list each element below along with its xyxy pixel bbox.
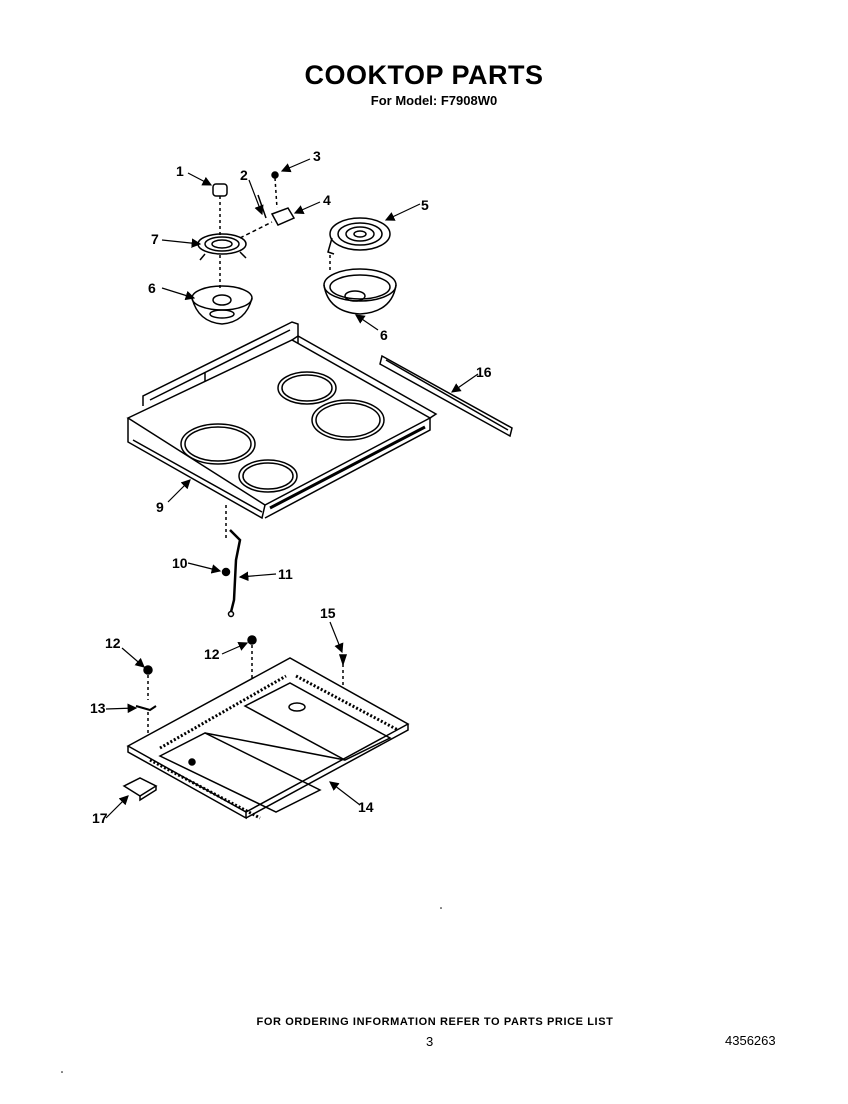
part-12-screw-left[interactable] bbox=[143, 665, 153, 700]
callout-6-right: 6 bbox=[380, 327, 388, 343]
ordering-note: FOR ORDERING INFORMATION REFER TO PARTS … bbox=[256, 1016, 614, 1028]
part-7-small-element[interactable] bbox=[197, 233, 247, 290]
part-4-terminal-block[interactable] bbox=[239, 207, 296, 239]
part-15-screw[interactable] bbox=[338, 654, 348, 690]
scan-dot bbox=[440, 907, 442, 909]
callout-10: 10 bbox=[172, 555, 188, 571]
part-6-large-drip-bowl[interactable] bbox=[323, 268, 397, 315]
callout-5: 5 bbox=[421, 197, 429, 213]
part-5-large-element[interactable] bbox=[327, 217, 391, 270]
part-17-bracket[interactable] bbox=[122, 777, 158, 802]
callout-1: 1 bbox=[176, 163, 184, 179]
callout-7: 7 bbox=[151, 231, 159, 247]
callout-9: 9 bbox=[156, 499, 164, 515]
callout-14: 14 bbox=[358, 799, 374, 815]
part-16-trim-strip[interactable] bbox=[379, 354, 513, 438]
part-11-rod[interactable] bbox=[227, 529, 242, 618]
scan-dot bbox=[61, 1071, 63, 1073]
part-10-screw[interactable] bbox=[221, 567, 231, 577]
callout-12-left: 12 bbox=[105, 635, 121, 651]
callout-3: 3 bbox=[313, 148, 321, 164]
model-subtitle: For Model: F7908W0 bbox=[370, 93, 498, 108]
part-1-cap[interactable] bbox=[212, 183, 228, 235]
callout-15: 15 bbox=[320, 605, 336, 621]
callout-13: 13 bbox=[90, 700, 106, 716]
callout-6-left: 6 bbox=[148, 280, 156, 296]
callout-11: 11 bbox=[278, 566, 293, 582]
leader-lines bbox=[105, 158, 479, 819]
part-6-small-drip-bowl[interactable] bbox=[191, 285, 253, 325]
part-14-bottom-panel[interactable] bbox=[126, 657, 410, 820]
page-title: COOKTOP PARTS bbox=[304, 60, 544, 90]
page-number: 3 bbox=[426, 1034, 434, 1049]
document-number: 4356263 bbox=[725, 1033, 776, 1048]
callout-2: 2 bbox=[240, 167, 248, 183]
callout-12-right: 12 bbox=[204, 646, 220, 662]
part-3-screw[interactable] bbox=[271, 171, 279, 209]
callout-16: 16 bbox=[476, 364, 492, 380]
callout-4: 4 bbox=[323, 192, 331, 208]
callout-labels: 1 2 3 4 5 6 6 7 9 10 11 12 12 13 14 15 1… bbox=[90, 148, 492, 826]
callout-17: 17 bbox=[92, 810, 108, 826]
part-9-cooktop[interactable] bbox=[126, 321, 438, 540]
